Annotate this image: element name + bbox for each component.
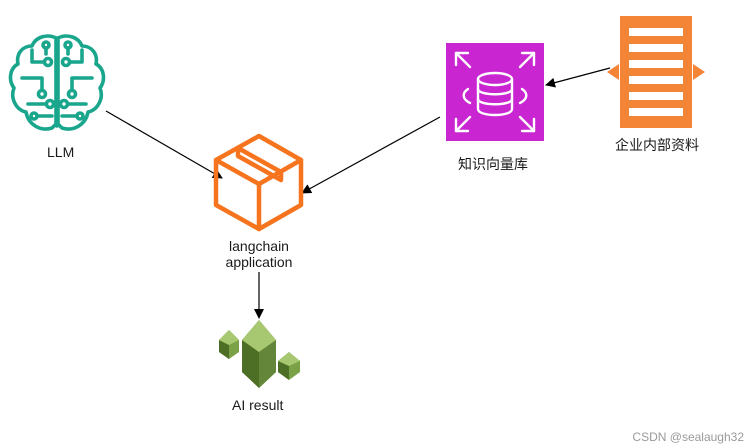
crystals-icon — [219, 320, 300, 388]
edges — [105, 67, 611, 319]
edge-docs-to-vectordb — [545, 67, 611, 88]
document-stack-icon — [607, 16, 705, 128]
watermark: CSDN @sealaugh32 — [632, 430, 744, 444]
enterprise-docs-label: 企业内部资料 — [615, 137, 699, 153]
ai-result-label: AI result — [232, 397, 284, 413]
vector-db-label: 知识向量库 — [458, 156, 528, 172]
langchain-app-label-line1: langchain — [229, 238, 289, 254]
langchain-app-label-line2: application — [225, 254, 293, 270]
brain-circuit-icon — [8, 34, 106, 131]
vector-database-icon — [446, 43, 544, 141]
langchain-app-label: langchain application — [209, 238, 309, 270]
edge-llm-to-langchain — [105, 110, 223, 179]
llm-label: LLM — [47, 144, 75, 160]
edge-vectordb-to-langchain — [301, 116, 441, 194]
cube-icon — [213, 133, 304, 232]
